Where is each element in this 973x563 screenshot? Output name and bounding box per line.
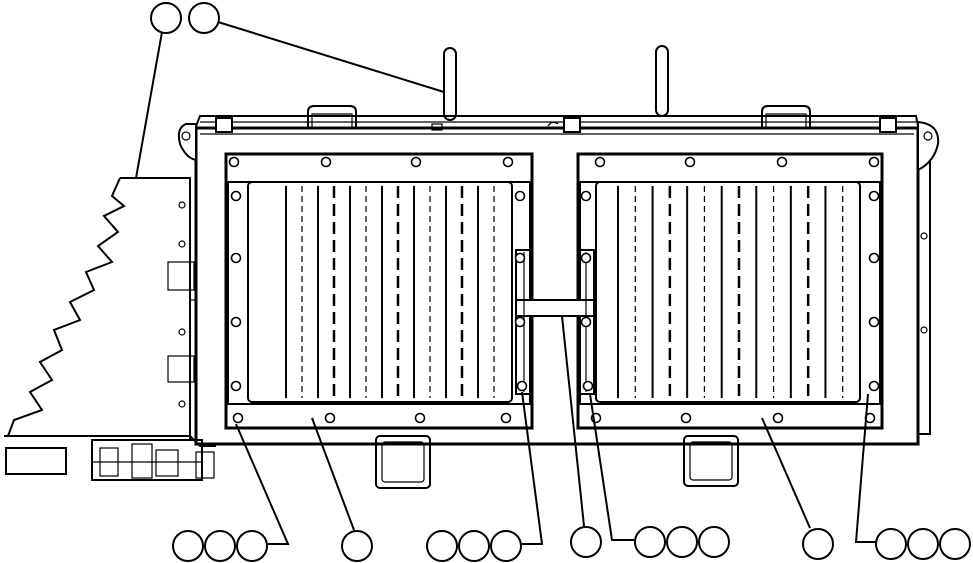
callout-balloon xyxy=(150,2,182,34)
callout-balloon xyxy=(172,530,204,562)
callout-bottom-7 xyxy=(875,528,971,560)
callout-bottom-5 xyxy=(634,526,730,558)
leader-lines xyxy=(135,21,876,545)
bolt-icon xyxy=(410,156,422,168)
bolt-icon xyxy=(580,316,592,328)
bolt-icon xyxy=(324,412,336,424)
adjacent-structure-cutaway xyxy=(4,177,216,481)
callout-balloon xyxy=(426,530,458,562)
bolt-icon xyxy=(580,190,592,202)
callout-balloon xyxy=(188,2,220,34)
bottom-guard-right xyxy=(683,435,739,487)
bolt-icon xyxy=(868,380,880,392)
callout-balloon xyxy=(458,530,490,562)
lifting-pin-left xyxy=(443,47,457,121)
callout-balloon xyxy=(634,526,666,558)
bolt-icon xyxy=(680,412,692,424)
callout-bottom-3 xyxy=(426,530,522,562)
callout-balloon xyxy=(939,528,971,560)
bolt-icon xyxy=(228,156,240,168)
bolt-icon xyxy=(582,380,594,392)
callout-bottom-6 xyxy=(802,528,834,560)
lifting-pin-right xyxy=(655,45,669,117)
right-panel-frame xyxy=(576,152,884,430)
callout-balloon xyxy=(204,530,236,562)
bolt-icon xyxy=(414,412,426,424)
bolt-icon xyxy=(230,316,242,328)
bolt-icon xyxy=(230,190,242,202)
callout-top-left xyxy=(150,2,220,34)
frame-bolts xyxy=(228,156,880,424)
bolt-icon xyxy=(684,156,696,168)
bolt-icon xyxy=(514,316,526,328)
callout-balloon xyxy=(236,530,268,562)
bolt-icon xyxy=(868,316,880,328)
bolt-icon xyxy=(502,156,514,168)
bolt-icon xyxy=(776,156,788,168)
bolt-icon xyxy=(868,190,880,202)
bolt-icon xyxy=(320,156,332,168)
bolt-icon xyxy=(232,412,244,424)
left-panel-frame xyxy=(224,152,534,430)
callout-bottom-4 xyxy=(570,526,602,558)
bolt-icon xyxy=(500,412,512,424)
callout-balloon xyxy=(907,528,939,560)
callout-balloon xyxy=(802,528,834,560)
callout-balloon xyxy=(875,528,907,560)
bolt-icon xyxy=(594,156,606,168)
callout-balloon xyxy=(698,526,730,558)
bolt-icon xyxy=(514,190,526,202)
callout-balloon xyxy=(341,530,373,562)
bolt-icon xyxy=(868,252,880,264)
callout-balloon xyxy=(666,526,698,558)
callout-bottom-2 xyxy=(341,530,373,562)
right-panel-slats xyxy=(617,186,844,398)
main-housing xyxy=(177,115,940,446)
callout-balloon xyxy=(570,526,602,558)
bolt-icon xyxy=(230,252,242,264)
bolt-icon xyxy=(868,156,880,168)
handle-right xyxy=(761,105,811,128)
bolt-icon xyxy=(580,252,592,264)
callout-bottom-1 xyxy=(172,530,268,562)
handle-left xyxy=(307,105,357,128)
bottom-guard-left xyxy=(375,435,431,489)
bolt-icon xyxy=(772,412,784,424)
left-panel-slats xyxy=(285,186,495,398)
bolt-icon xyxy=(516,380,528,392)
callout-balloon xyxy=(490,530,522,562)
bolt-icon xyxy=(230,380,242,392)
bolt-icon xyxy=(514,252,526,264)
